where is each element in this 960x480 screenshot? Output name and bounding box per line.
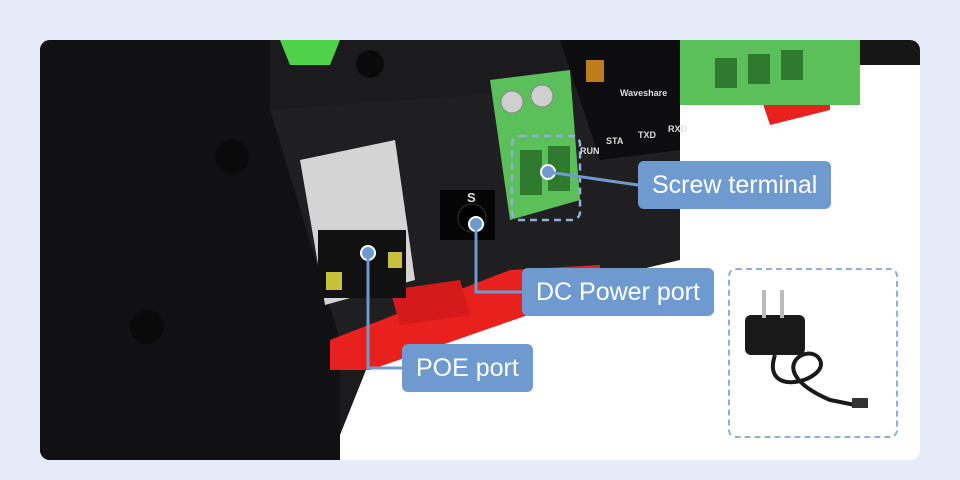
dc-power-port-callout: DC Power port (522, 268, 714, 316)
product-image-card: Waveshare RUN STA TXD RXD S Screw termin… (40, 40, 920, 460)
dc-marking: S (467, 190, 476, 205)
led-label-rxd: RXD (668, 124, 688, 134)
screw-terminal-callout: Screw terminal (638, 161, 832, 209)
poe-port-callout: POE port (402, 344, 533, 392)
brand-marking: Waveshare (620, 88, 668, 98)
led-label-sta: STA (606, 136, 624, 146)
led-label-txd: TXD (638, 130, 656, 140)
led-label-run: RUN (580, 146, 600, 156)
power-adapter-inset (728, 268, 898, 438)
